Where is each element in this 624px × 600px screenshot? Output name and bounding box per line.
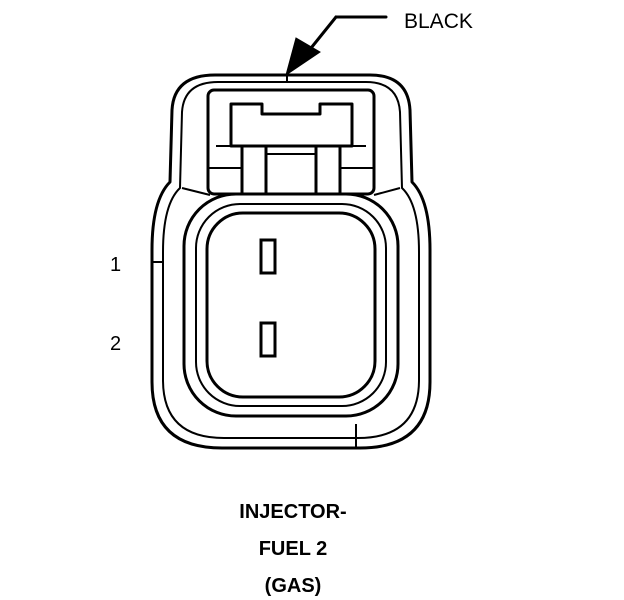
caption-line-2: FUEL 2 bbox=[259, 538, 328, 560]
pin-1-cavity bbox=[259, 238, 277, 275]
callout-color-label: BLACK bbox=[404, 10, 473, 33]
connector-latch bbox=[206, 88, 376, 196]
connector-face bbox=[182, 192, 400, 418]
callout-leader bbox=[285, 15, 388, 77]
pin-2-label: 2 bbox=[110, 333, 121, 355]
pin-2-cavity bbox=[259, 321, 277, 358]
caption-line-3: (GAS) bbox=[265, 575, 322, 597]
caption-line-1: INJECTOR- bbox=[239, 501, 346, 523]
connector-housing bbox=[150, 73, 432, 450]
pin-1-label: 1 bbox=[110, 254, 121, 276]
callout-arrowhead bbox=[285, 37, 321, 77]
